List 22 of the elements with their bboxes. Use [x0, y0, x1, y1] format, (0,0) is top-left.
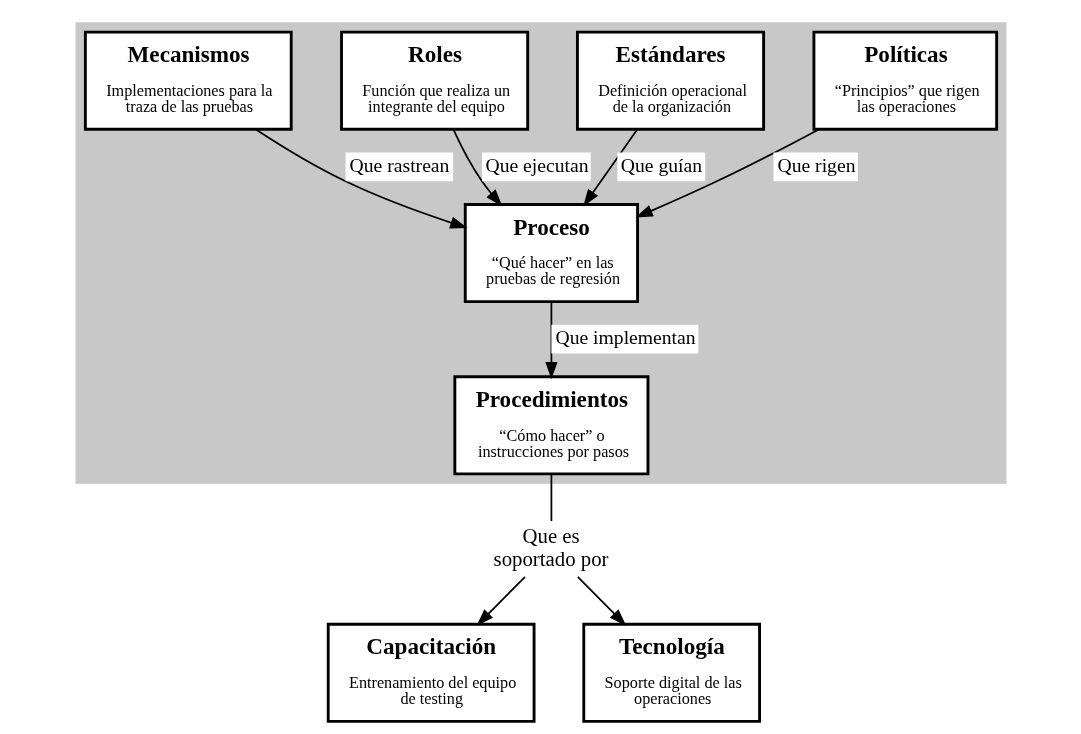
arrow [254, 127, 467, 228]
arrow [634, 128, 820, 218]
node-text: Que es soportado por [493, 523, 609, 571]
arrow [452, 128, 502, 206]
node-box: Procedimientos “Cómo hacer” o instrucciones por pasos [452, 374, 649, 475]
cluster [75, 21, 1006, 484]
edge-label: Que rigen [776, 153, 855, 176]
node-box: Proceso “Qué hacer” en las pruebas de regresión [463, 202, 639, 303]
node-box: Mecanismos Implementaciones para la traza de las pruebas [83, 30, 293, 131]
connector [550, 472, 552, 522]
edge-label: Que implementan [554, 325, 696, 348]
node-box: Políticas “Principios” que rigen las operaciones [811, 30, 998, 131]
edge-label: Que guían [620, 153, 702, 176]
node-box: Roles Función que realiza un integrante del equipo [339, 30, 529, 131]
edge-label: Que ejecutan [484, 153, 589, 176]
edge-label: Que rastrean [349, 153, 449, 176]
node-box: Capacitación Entrenamiento del equipo de testing [326, 622, 535, 723]
arrow [475, 575, 526, 626]
arrow [582, 128, 638, 207]
node-box: Tecnología Soporte digital de las operaciones [581, 622, 761, 723]
node-box: Estándares Definición operacional de la organización [575, 30, 765, 131]
arrow [576, 575, 626, 626]
